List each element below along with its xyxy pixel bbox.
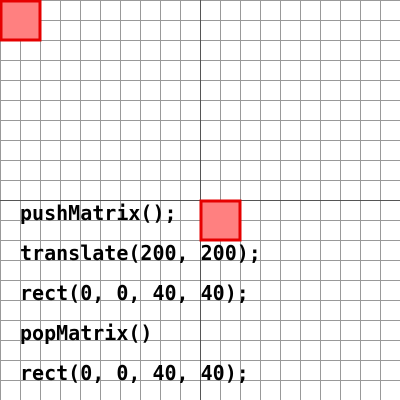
rectangles: [0, 0, 242, 242]
rect-before-translate: [0, 0, 42, 42]
code-line-push-matrix: pushMatrix();: [20, 201, 177, 225]
code-line-rect: rect(0, 0, 40, 40);: [20, 281, 249, 305]
code-block: pushMatrix(); translate(200, 200); rect(…: [20, 201, 261, 385]
code-line-pop-matrix: popMatrix(): [20, 321, 152, 345]
code-line-rect-2: rect(0, 0, 40, 40);: [20, 361, 249, 385]
code-line-translate: translate(200, 200);: [20, 241, 261, 265]
rect-after-translate: [199, 199, 242, 242]
